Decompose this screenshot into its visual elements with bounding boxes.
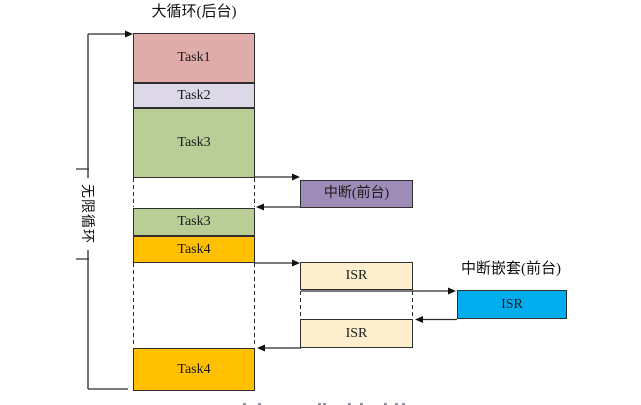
arrow-task4-to-isr-head-icon [292, 259, 300, 267]
caption-mark [360, 403, 363, 405]
arrow-interrupt-return-head-icon [256, 203, 264, 211]
caption-mark [395, 403, 398, 405]
caption-mark [258, 403, 261, 405]
isr-second-block: ISR [300, 319, 413, 348]
nested-interrupt-title: 中断嵌套(前台) [461, 261, 561, 277]
dashed-gap-task4-interrupted [133, 263, 255, 347]
arrow-task3-to-interrupt-head-icon [292, 173, 300, 181]
interrupt-foreground-block: 中断(前台) [300, 180, 413, 208]
task4-resumed-block: Task4 [133, 348, 255, 391]
isr-first-block: ISR [300, 262, 413, 290]
arrow-isr-to-nested-isr-head-icon [448, 287, 456, 295]
main-loop-title: 大循环(后台) [151, 4, 237, 20]
caption-mark [384, 403, 387, 405]
caption-mark [402, 403, 405, 405]
task3-resumed-block: Task3 [133, 208, 255, 236]
caption-mark [348, 403, 351, 405]
dashed-gap-task3-interrupted [133, 178, 255, 207]
caption-mark [243, 403, 246, 405]
caption-mark [318, 403, 321, 405]
caption-mark [323, 403, 326, 405]
dashed-gap-isr-interrupted [300, 291, 413, 318]
arrow-nested-isr-return-head-icon [415, 316, 423, 323]
task3-block: Task3 [133, 108, 255, 178]
task4-block: Task4 [133, 236, 255, 263]
task1-block: Task1 [133, 33, 255, 83]
arrow-isr-return-to-task4-head-icon [257, 344, 265, 352]
task2-block: Task2 [133, 83, 255, 108]
cropped-caption-marks [0, 403, 641, 405]
isr-nested-block: ISR [457, 290, 567, 319]
infinite-loop-label: 无限循环 [79, 178, 96, 250]
loop-entry-arrowhead-icon [125, 30, 133, 38]
